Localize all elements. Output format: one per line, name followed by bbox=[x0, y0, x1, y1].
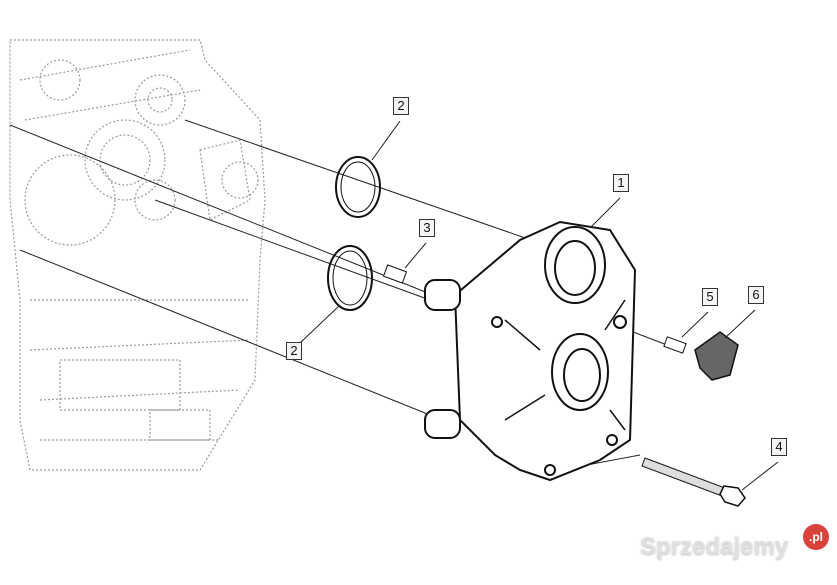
pin-5 bbox=[663, 336, 687, 354]
dowel-pin-3 bbox=[382, 264, 408, 284]
callout-2-lower: 2 bbox=[286, 342, 302, 360]
clip-part-6 bbox=[694, 331, 739, 381]
callout-1: 1 bbox=[613, 174, 629, 192]
alignment-lines bbox=[9, 119, 681, 471]
watermark-badge: .pl bbox=[803, 524, 829, 550]
gearbox-background bbox=[9, 39, 266, 471]
snap-ring-lower bbox=[327, 245, 373, 311]
bolt-4 bbox=[641, 457, 746, 507]
callout-2-upper: 2 bbox=[393, 97, 409, 115]
watermark-text: Sprzedajemy bbox=[640, 533, 789, 560]
callout-4: 4 bbox=[771, 438, 787, 456]
snap-ring-upper bbox=[335, 156, 381, 218]
housing-cover-part-1 bbox=[424, 220, 637, 482]
leader-lines bbox=[299, 120, 779, 491]
callout-6: 6 bbox=[748, 286, 764, 304]
callout-3: 3 bbox=[419, 219, 435, 237]
callout-5: 5 bbox=[702, 288, 718, 306]
